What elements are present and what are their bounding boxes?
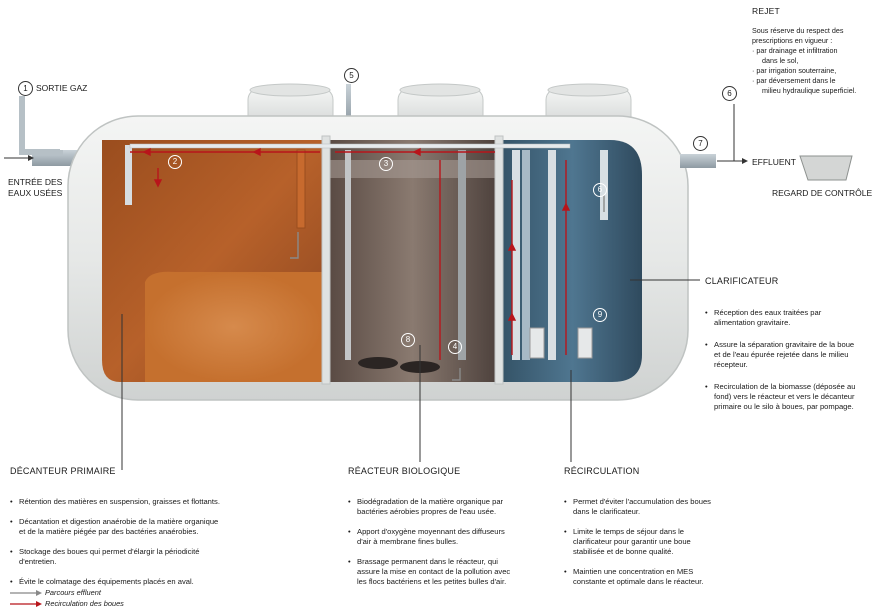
entree-label-2: EAUX USÉES <box>8 188 63 198</box>
reacteur-title: RÉACTEUR BIOLOGIQUE <box>348 466 461 476</box>
rejet-line: milieu hydraulique superficiel. <box>762 86 857 95</box>
transfer-pipe-1 <box>296 149 306 229</box>
bullet-item: Biodégradation de la matière organique p… <box>348 497 548 517</box>
partition-2 <box>494 135 504 385</box>
marker-4: 4 <box>448 340 462 354</box>
clarificateur-title: CLARIFICATEUR <box>705 276 779 286</box>
manhole-domes <box>247 83 632 121</box>
rejet-line: prescriptions en vigueur : <box>752 36 833 45</box>
marker-7: 7 <box>693 136 708 151</box>
bullet-item: Recirculation de la biomasse (déposée au… <box>705 382 885 412</box>
rejet-title: REJET <box>752 6 780 16</box>
decanteur-title: DÉCANTEUR PRIMAIRE <box>10 466 116 476</box>
rejet-line: · par irrigation souterraine, <box>752 66 837 75</box>
diffuser-1 <box>358 357 398 369</box>
marker-2: 2 <box>168 155 182 169</box>
recirculation-bullets: Permet d'éviter l'accumulation des boues… <box>564 487 754 597</box>
effluent-label: EFFLUENT <box>752 157 796 167</box>
bullet-item: Limite le temps de séjour dans le clarif… <box>564 527 754 557</box>
bullet-item: Rétention des matières en suspension, gr… <box>10 497 280 507</box>
air-pipe <box>345 150 351 360</box>
bullet-item: Assure la séparation gravitaire de la bo… <box>705 340 885 370</box>
decanteur-bullets: Rétention des matières en suspension, gr… <box>10 487 280 597</box>
partition-1 <box>321 135 331 385</box>
bullet-item: Brassage permanent dans le réacteur, qui… <box>348 557 548 587</box>
marker-3: 3 <box>379 157 393 171</box>
sludge-layer <box>145 271 322 382</box>
control-box <box>799 155 853 181</box>
sortie-gaz-label: SORTIE GAZ <box>36 83 88 93</box>
effluent-path-arrows <box>290 195 605 381</box>
bullet-item: Évite le colmatage des équipements placé… <box>10 577 280 587</box>
gas-outlet-pipe <box>19 96 63 155</box>
marker-5: 5 <box>344 68 359 83</box>
rejet-line: · par déversement dans le <box>752 76 836 85</box>
legend-recirc: Recirculation des boues <box>45 599 124 608</box>
bullet-item: Réception des eaux traitées par alimenta… <box>705 308 885 328</box>
reacteur-bullets: Biodégradation de la matière organique p… <box>348 487 548 597</box>
marker-6: 6 <box>593 183 607 197</box>
regard-label: REGARD DE CONTRÔLE <box>772 188 873 198</box>
recirculation-title: RÉCIRCULATION <box>564 466 640 476</box>
rejet-block: REJET Sous réserve du respect des prescr… <box>752 6 882 96</box>
rejet-line: dans le sol, <box>762 56 799 65</box>
reactor-pipe <box>458 150 466 360</box>
vent-pipe <box>346 84 351 124</box>
clarificateur-bullets: Réception des eaux traitées par alimenta… <box>705 298 885 422</box>
legend-arrows <box>10 590 42 607</box>
legend-effluent: Parcours effluent <box>45 588 101 597</box>
recirculation-arrows <box>130 147 571 360</box>
bullet-item: Apport d'oxygène moyennant des diffuseur… <box>348 527 548 547</box>
leader-lines <box>4 104 745 470</box>
bullet-item: Maintien une concentration en MES consta… <box>564 567 754 587</box>
bullet-item: Permet d'éviter l'accumulation des boues… <box>564 497 754 517</box>
marker-8: 8 <box>401 333 415 347</box>
bullet-item: Décantation et digestion anaérobie de la… <box>10 517 280 537</box>
bullet-item: Stockage des boues qui permet d'élargir … <box>10 547 280 567</box>
marker-1: 1 <box>18 81 33 96</box>
rejet-line: · par drainage et infiltration <box>752 46 838 55</box>
marker-9: 9 <box>593 308 607 322</box>
outlet-pipe <box>680 154 716 168</box>
rejet-line: Sous réserve du respect des <box>752 26 844 35</box>
marker-6-outside: 6 <box>722 86 737 101</box>
entree-label-1: ENTRÉE DES <box>8 177 63 187</box>
